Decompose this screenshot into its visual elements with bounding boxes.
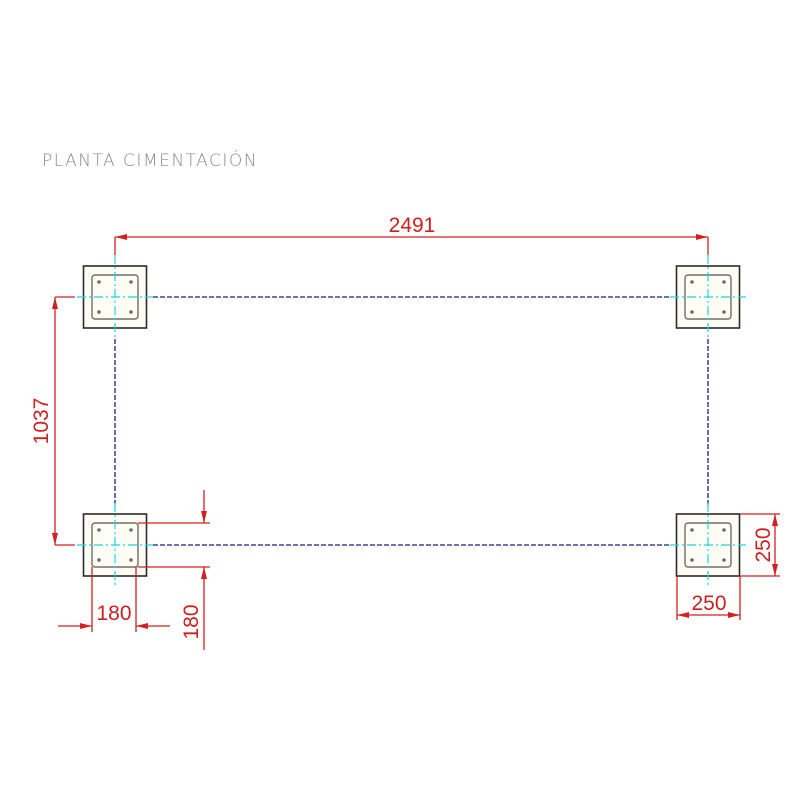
dimension-label-width: 1037: [30, 398, 53, 445]
dimension-plate-depth: [138, 490, 210, 650]
dimension-footing-depth: [740, 513, 780, 577]
footing-bottom-left: [76, 502, 154, 588]
dimension-overall-length: [114, 234, 709, 255]
footing-top-right: [669, 254, 747, 340]
dimension-label-length: 2491: [389, 214, 436, 237]
dimension-overall-width: [52, 296, 75, 546]
footing-top-left: [76, 254, 154, 340]
drawing-title: PLANTA CIMENTACIÓN: [42, 149, 258, 171]
dimension-plate-width: [58, 567, 170, 632]
dimension-label-footing-width: 250: [691, 592, 726, 615]
footing-bottom-right: [669, 502, 747, 588]
dimension-footing-width: [676, 576, 741, 620]
tie-beams: [114, 296, 709, 546]
dimension-label-plate-depth: 180: [180, 604, 203, 639]
dimension-label-plate-width: 180: [96, 602, 131, 625]
dimension-label-footing-depth: 250: [752, 527, 775, 562]
